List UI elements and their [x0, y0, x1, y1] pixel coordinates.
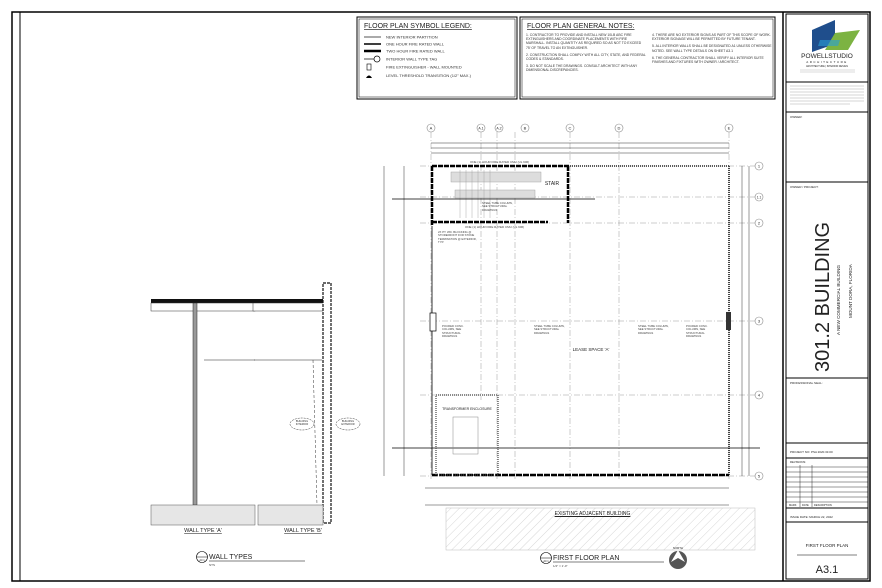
project-name: 301.2 BUILDING — [812, 222, 834, 372]
steel-tube-note: STEEL TUBE COLUMN, SEE STRUCTURAL DRAWIN… — [482, 202, 513, 212]
copyright-notice — [790, 85, 864, 105]
poured-conc-note-left: POURED CONC. COLUMN, SEE STRUCTURAL DRAW… — [442, 325, 464, 338]
svg-text:2: 2 — [758, 221, 761, 226]
wall-types-detail: WALL TYPE 'A' WALL TYPE 'B' BUILDING INT… — [150, 282, 361, 567]
project-location: MOUNT DORA, FLORIDA — [848, 263, 853, 318]
revisions-table — [786, 465, 868, 507]
svg-text:5: 5 — [758, 474, 761, 479]
svg-text:LEVEL THRESHOLD TRANSITION (1/: LEVEL THRESHOLD TRANSITION (1/2" MAX.) — [386, 73, 472, 78]
svg-text:A3.1: A3.1 — [199, 558, 205, 562]
svg-text:A.1: A.1 — [478, 127, 483, 131]
svg-text:TRANSFORMER ENCLOSURE: TRANSFORMER ENCLOSURE — [442, 407, 492, 411]
svg-text:A.2: A.2 — [496, 127, 501, 131]
svg-text:ARCHITECTURE: ARCHITECTURE — [806, 60, 848, 64]
svg-text:3: 3 — [758, 319, 761, 324]
existing-adjacent-building — [445, 507, 756, 551]
building-interior-label: BUILDING INTERIOR — [295, 420, 309, 426]
svg-text:ONE HOUR FIRE RATED WALL: ONE HOUR FIRE RATED WALL — [386, 42, 445, 47]
svg-text:TWO HOUR FIRE RATED WALL: TWO HOUR FIRE RATED WALL — [386, 49, 445, 54]
owner-project-label: OWNER / PROJECT: — [790, 185, 819, 189]
svg-text:MARK: MARK — [789, 503, 797, 507]
svg-text:FIRE EXTINGUISHER - WALL MOUNT: FIRE EXTINGUISHER - WALL MOUNTED — [386, 65, 462, 70]
note-6: 6. THE GENERAL CONTRACTOR SHALL VERIFY A… — [652, 55, 764, 65]
building-exterior-label: BUILDING EXTERIOR — [341, 420, 355, 426]
svg-text:1: 1 — [758, 164, 761, 169]
symbol-legend: FLOOR PLAN SYMBOL LEGEND: NEW INTERIOR P… — [356, 16, 518, 100]
plan-scale: 1/4" = 1'-0" — [553, 564, 568, 568]
title-block: POWELLSTUDIO ARCHITECTURE ARCHITECTURE |… — [785, 13, 869, 580]
note-4: 4. THERE ARE NO EXTERIOR SIGNS AS PART O… — [652, 33, 771, 42]
lease-space-label: LEASE SPACE 'A' — [573, 347, 610, 352]
sheet-title: FIRST FLOOR PLAN — [806, 543, 849, 548]
svg-text:E: E — [728, 126, 731, 131]
svg-text:B: B — [524, 126, 527, 131]
grid-lines — [420, 132, 755, 480]
fire-extinguisher-icon — [366, 63, 372, 71]
sheet-border — [11, 11, 871, 582]
wall-type-tag-icon — [373, 55, 381, 63]
north-arrow-icon: NORTH — [669, 546, 687, 569]
adjacent-building-label: EXISTING ADJACENT BUILDING — [554, 511, 631, 517]
owner-label: OWNER: — [790, 115, 802, 119]
legend-title: FLOOR PLAN SYMBOL LEGEND: — [364, 23, 472, 30]
stair — [450, 170, 542, 218]
note-5: 5. ALL INTERIOR WALLS SHALL BE DESIGNATE… — [652, 44, 772, 53]
grid-bubbles-cols: A A.1 A.2 B C D E — [426, 123, 734, 133]
svg-text:D: D — [618, 126, 621, 131]
wall-types-title: WALL TYPES — [209, 554, 253, 561]
svg-text:A: A — [430, 126, 433, 131]
stair-label: STAIR — [545, 181, 560, 187]
project-number: PROJECT NO: PSA 2020.33.00 — [790, 450, 833, 454]
svg-text:NORTH: NORTH — [673, 546, 683, 550]
wall-type-a-label: WALL TYPE 'A' — [184, 528, 222, 534]
svg-text:ARCHITECTURE | INTERIOR DESI: ARCHITECTURE | INTERIOR DESIGN — [806, 65, 848, 68]
svg-text:INTERIOR WALL TYPE TAG: INTERIOR WALL TYPE TAG — [386, 57, 437, 62]
wall-types-scale: NTS — [209, 563, 215, 567]
note-2: 2. CONSTRUCTION SHALL COMPLY WITH ALL CI… — [526, 52, 646, 62]
issue-date: ISSUE DATE: MARCH 22, 2022 — [790, 515, 833, 519]
svg-text:A3.1: A3.1 — [543, 559, 549, 563]
powell-studio-logo: POWELLSTUDIO ARCHITECTURE ARCHITECTURE |… — [800, 20, 860, 73]
plan-title: FIRST FLOOR PLAN — [553, 555, 619, 562]
svg-text:4: 4 — [758, 393, 761, 398]
svg-text:1.1: 1.1 — [757, 196, 762, 200]
stair-wall-note: ONE (1) HOUR FIRE RATED CMU (UL 906) — [465, 225, 524, 229]
grid-bubbles-rows: 1 1.1 2 3 4 5 — [754, 161, 764, 481]
project-description: A NEW COMMERCIAL BUILDING — [836, 265, 841, 335]
top-wall-note: ONE (1) HOUR FIRE RATED CMU (UL 906) — [470, 160, 529, 164]
poured-conc-note-right: POURED CONC. COLUMN, SEE STRUCTURAL DRAW… — [686, 325, 708, 338]
steel-tube-note-3: STEEL TUBE COLUMN, SEE STRUCTURAL DRAWIN… — [638, 325, 669, 335]
steel-tube-note-2: STEEL TUBE COLUMN, SEE STRUCTURAL DRAWIN… — [534, 325, 565, 335]
wall-b-section — [322, 282, 332, 524]
svg-text:NEW INTERIOR PARTITION: NEW INTERIOR PARTITION — [386, 35, 438, 40]
blocking-note: 2X PT. WD. BLOCKING @ STOREFRONT FOR STO… — [438, 231, 477, 244]
firm-name: POWELLSTUDIO — [801, 53, 853, 60]
notes-title: FLOOR PLAN GENERAL NOTES: — [527, 23, 635, 30]
sheet-number: A3.1 — [816, 564, 839, 576]
general-notes: FLOOR PLAN GENERAL NOTES: 1. CONTRACTOR … — [519, 16, 776, 100]
first-floor-plan: A A.1 A.2 B C D E 1 1.1 2 3 4 5 — [383, 123, 764, 569]
wall-type-b-label: WALL TYPE 'B' — [284, 528, 322, 534]
note-3: 3. DO NOT SCALE THE DRAWINGS. CONSULT AR… — [526, 64, 638, 73]
transformer-enclosure: TRANSFORMER ENCLOSURE — [435, 394, 499, 476]
revisions-label: REVISIONS: — [790, 460, 806, 464]
svg-text:DESCRIPTION: DESCRIPTION — [814, 503, 832, 507]
svg-text:DATE: DATE — [802, 503, 809, 507]
svg-text:C: C — [569, 126, 572, 131]
threshold-icon — [366, 75, 372, 78]
seal-label: PROFESSIONAL SEAL: — [790, 381, 823, 385]
note-1: 1. CONTRACTOR TO PROVIDE AND INSTALL NEW… — [526, 33, 642, 50]
dimension-lines — [383, 142, 750, 506]
wall-a-section — [192, 302, 198, 506]
